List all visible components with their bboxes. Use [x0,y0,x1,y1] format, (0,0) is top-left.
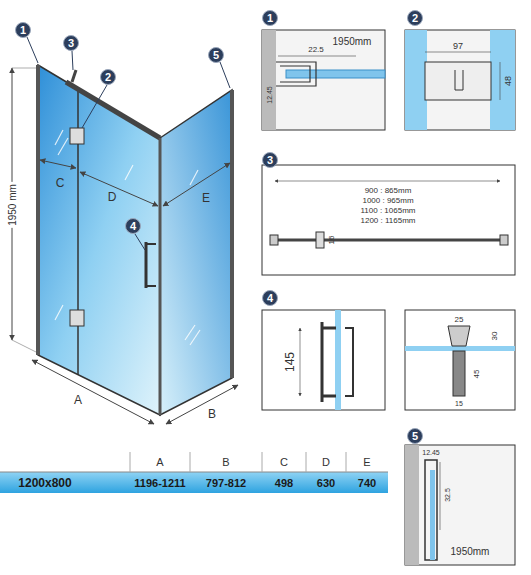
dimension-value: 48 [504,76,513,86]
callout-circle: 1 [262,10,278,26]
callout-number: 1 [267,12,273,24]
dimension-value: 1950mm [451,547,490,557]
dimension-letter: 1950 mm [8,182,18,228]
callout-circle: 2 [100,69,116,85]
callout-number: 5 [412,430,418,442]
callout-circle: 4 [262,290,278,306]
dimension-value: 97 [453,42,463,51]
callout-circle: 3 [262,152,278,168]
table-cell: B [222,457,229,468]
callout-circle: 3 [63,35,79,51]
dimension-value: 12.45 [266,86,273,104]
dimension-value: 1000 : 965mm [362,197,413,205]
table-cell: D [322,457,330,468]
table-cell: C [280,457,288,468]
dimension-value: 1100 : 1065mm [361,207,416,215]
dimension-letter: B [206,408,218,420]
callout-number: 5 [213,49,219,61]
dimension-value: 22.5 [308,46,324,54]
callout-number: 2 [105,71,111,83]
dimension-value: 45 [473,370,481,379]
callout-number: 3 [68,37,74,49]
dimension-value: 16 [328,236,336,245]
callout-circle: 5 [208,47,224,63]
callout-circle: 1 [15,22,31,38]
dimension-value: 25 [455,316,464,324]
table-cell: A [156,457,163,468]
dimension-value: 900 : 865mm [365,187,412,195]
callout-number: 1 [20,24,26,36]
callout-circle: 5 [407,428,423,444]
table-cell: E [363,457,370,468]
table-cell: 630 [317,478,335,489]
dimension-value: 12.45 [422,449,440,456]
callout-number: 2 [412,12,418,24]
callout-number: 3 [267,154,273,166]
dimension-value: 30 [491,332,499,341]
table-cell: 740 [358,478,376,489]
callout-number: 4 [267,292,273,304]
dimension-value: 15 [455,400,463,407]
dimension-letter: E [202,192,210,204]
table-cell: 498 [275,478,293,489]
dimension-letter: D [108,191,117,203]
callout-circle: 4 [125,218,141,234]
dimension-value: 32.5 [444,488,451,502]
table-cell: 797-812 [206,478,246,489]
dimension-letter: C [56,177,65,189]
callout-number: 4 [130,220,136,232]
dimension-value: 145 [284,350,296,374]
dimension-value: 1950mm [333,37,372,47]
dimension-value: 1200 : 1165mm [361,217,416,225]
table-cell: 1196-1211 [134,478,185,489]
callout-circle: 2 [407,10,423,26]
dimension-letter: A [72,394,84,406]
table-cell: 1200x800 [18,477,71,489]
